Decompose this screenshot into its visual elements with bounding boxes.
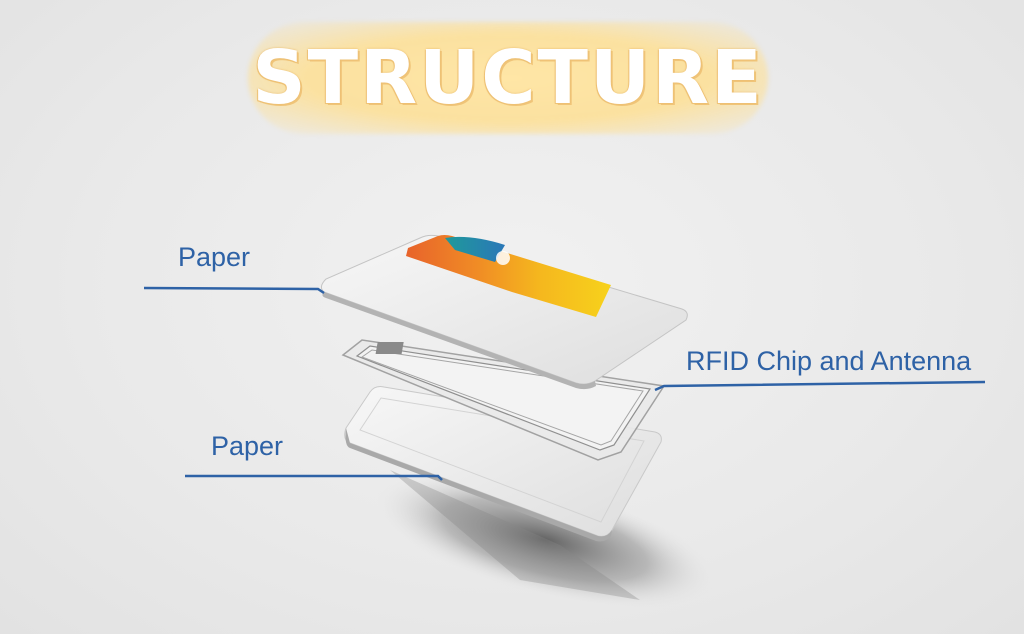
diagram-title: STRUCTURE bbox=[252, 35, 764, 121]
card-print-accent bbox=[445, 236, 505, 262]
card-shadow-body bbox=[390, 470, 640, 600]
card-logo-mark bbox=[496, 251, 510, 265]
card-print-area bbox=[406, 235, 611, 317]
leader-line-bottom-paper bbox=[185, 474, 443, 481]
leader-line-top-paper bbox=[143, 286, 325, 295]
top-paper-layer bbox=[320, 234, 688, 390]
antenna-layer bbox=[341, 339, 666, 461]
leader-line-antenna bbox=[654, 380, 986, 392]
card-shadow bbox=[374, 471, 716, 609]
title-highlight bbox=[248, 22, 768, 134]
label-rfid-chip-antenna: RFID Chip and Antenna bbox=[686, 346, 972, 376]
leader-lines bbox=[143, 286, 986, 481]
label-top-paper: Paper bbox=[178, 242, 251, 272]
label-bottom-paper: Paper bbox=[211, 431, 284, 461]
